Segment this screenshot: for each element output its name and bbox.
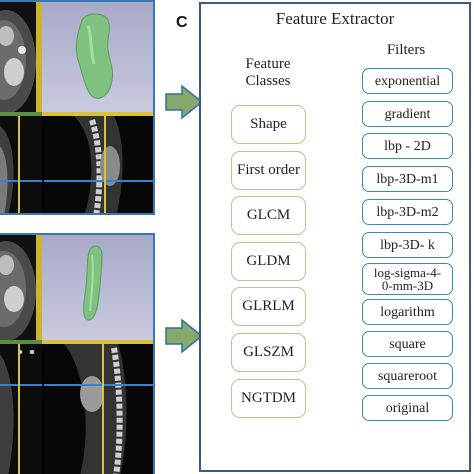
top-sagittal-ct-view bbox=[0, 116, 42, 213]
bottom-arrow-icon bbox=[165, 318, 204, 354]
filters-header: Filters bbox=[386, 42, 426, 58]
bottom-3d-render-view bbox=[42, 235, 153, 340]
sagittal-ct-image-2 bbox=[0, 344, 42, 474]
sagittal-ct-image bbox=[0, 116, 42, 213]
spine-ct-image-2 bbox=[44, 344, 153, 474]
filter-lbp-2d: lbp - 2D bbox=[362, 133, 453, 159]
bottom-viewer-screenshot bbox=[0, 233, 155, 474]
filter-original: original bbox=[362, 395, 453, 421]
filter-log-sigma: log-sigma-4- 0-mm-3D bbox=[362, 263, 453, 295]
extractor-title: Feature Extractor bbox=[275, 9, 395, 28]
top-3d-render-view bbox=[42, 2, 153, 112]
axial-ct-image bbox=[0, 2, 42, 112]
filter-square: square bbox=[362, 331, 453, 357]
bottom-sagittal-ct-view bbox=[0, 344, 42, 474]
feature-classes-header: Feature Classes bbox=[245, 56, 291, 89]
feature-class-glszm: GLSZM bbox=[231, 333, 306, 372]
filter-lbp-3d-m2: lbp-3D-m2 bbox=[362, 199, 453, 225]
bottom-axial-ct-view bbox=[0, 235, 42, 340]
bottom-viewer-divider bbox=[0, 340, 153, 344]
spine-ct-image bbox=[44, 116, 153, 213]
feature-class-first-order: First order bbox=[231, 151, 306, 190]
bottom-spine-ct-view bbox=[44, 344, 153, 474]
tumor-3d-segmentation bbox=[75, 13, 114, 99]
tumor-3d-segmentation-2 bbox=[83, 245, 103, 321]
top-spine-ct-view bbox=[44, 116, 153, 213]
top-viewer-divider bbox=[0, 112, 153, 116]
top-viewer-screenshot bbox=[0, 0, 155, 215]
filter-gradient: gradient bbox=[362, 101, 453, 127]
feature-class-glrlm: GLRLM bbox=[231, 287, 306, 326]
axial-ct-image-2 bbox=[0, 235, 42, 340]
filter-squareroot: squareroot bbox=[362, 363, 453, 389]
feature-class-shape: Shape bbox=[231, 105, 306, 144]
top-axial-ct-view bbox=[0, 2, 42, 112]
panel-letter: C bbox=[176, 14, 188, 31]
filter-lbp-3d-k: lbp-3D- k bbox=[362, 232, 453, 258]
feature-class-gldm: GLDM bbox=[231, 242, 306, 281]
filter-exponential: exponential bbox=[362, 68, 453, 94]
top-arrow-icon bbox=[165, 84, 204, 120]
filter-logarithm: logarithm bbox=[362, 299, 453, 325]
filter-lbp-3d-m1: lbp-3D-m1 bbox=[362, 166, 453, 192]
feature-class-glcm: GLCM bbox=[231, 196, 306, 235]
feature-class-ngtdm: NGTDM bbox=[231, 379, 306, 418]
